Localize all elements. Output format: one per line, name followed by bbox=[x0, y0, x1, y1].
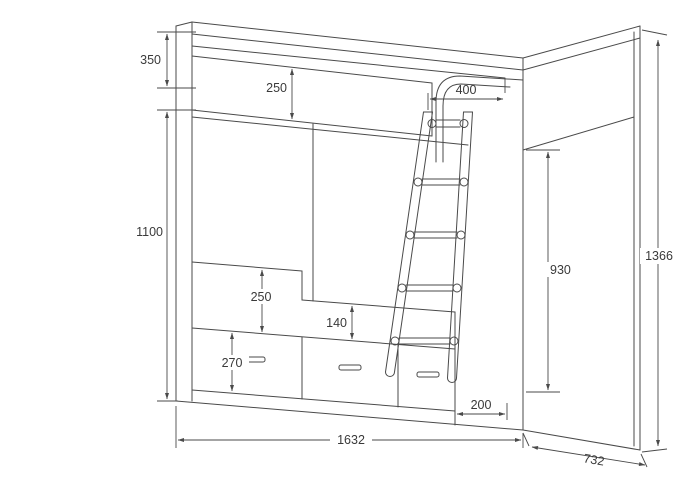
dimension-400: 400 bbox=[427, 78, 506, 110]
dim-label-drawer-front-height: 270 bbox=[222, 356, 243, 370]
dim-label-overall-depth: 732 bbox=[583, 451, 606, 468]
dimension-250-lower: 250 bbox=[245, 269, 278, 333]
screw-icon bbox=[449, 336, 459, 346]
dimension-1632: 1632 bbox=[175, 406, 524, 448]
dimension-270: 270 bbox=[215, 332, 249, 392]
screw-icon bbox=[459, 177, 469, 187]
dim-label-ladder-width: 400 bbox=[456, 83, 477, 97]
drawer-unit bbox=[175, 311, 524, 431]
screw-icon bbox=[427, 119, 437, 128]
screw-icon bbox=[459, 119, 469, 128]
dim-label-base-inset: 200 bbox=[471, 398, 492, 412]
dimension-732: 732 bbox=[522, 432, 648, 469]
dimension-1100: 1100 bbox=[136, 109, 196, 402]
screw-icon bbox=[390, 336, 400, 346]
ladder bbox=[385, 111, 473, 383]
right-side-panel bbox=[522, 25, 641, 451]
drawer-handle bbox=[416, 371, 440, 378]
screw-icon bbox=[405, 230, 415, 240]
dim-label-clearance-height: 1100 bbox=[136, 225, 163, 239]
dimension-350: 350 bbox=[140, 31, 196, 89]
screw-icon bbox=[452, 283, 462, 293]
dimension-140: 140 bbox=[326, 305, 355, 340]
dim-label-overall-length: 1632 bbox=[337, 433, 365, 447]
dimension-930: 930 bbox=[526, 149, 576, 393]
screw-icon bbox=[456, 230, 466, 240]
dim-label-side-opening-height: 930 bbox=[550, 263, 571, 277]
screw-icon bbox=[397, 283, 407, 293]
lower-bunk-frame bbox=[191, 261, 456, 313]
screw-icon bbox=[413, 177, 423, 187]
dimension-200: 200 bbox=[456, 398, 508, 420]
dimension-1366: 1366 bbox=[640, 29, 677, 453]
dim-label-upper-guard-height: 250 bbox=[266, 81, 287, 95]
drawer-handle bbox=[338, 364, 362, 371]
upper-bunk-frame bbox=[191, 21, 524, 302]
dimension-250-upper: 250 bbox=[266, 68, 295, 120]
dim-label-overall-height: 1366 bbox=[645, 249, 673, 263]
dim-label-top-height: 350 bbox=[140, 53, 161, 67]
left-side-panel bbox=[175, 21, 193, 402]
dim-label-lower-guard-height: 250 bbox=[251, 290, 272, 304]
dim-label-entry-rail-height: 140 bbox=[326, 316, 347, 330]
